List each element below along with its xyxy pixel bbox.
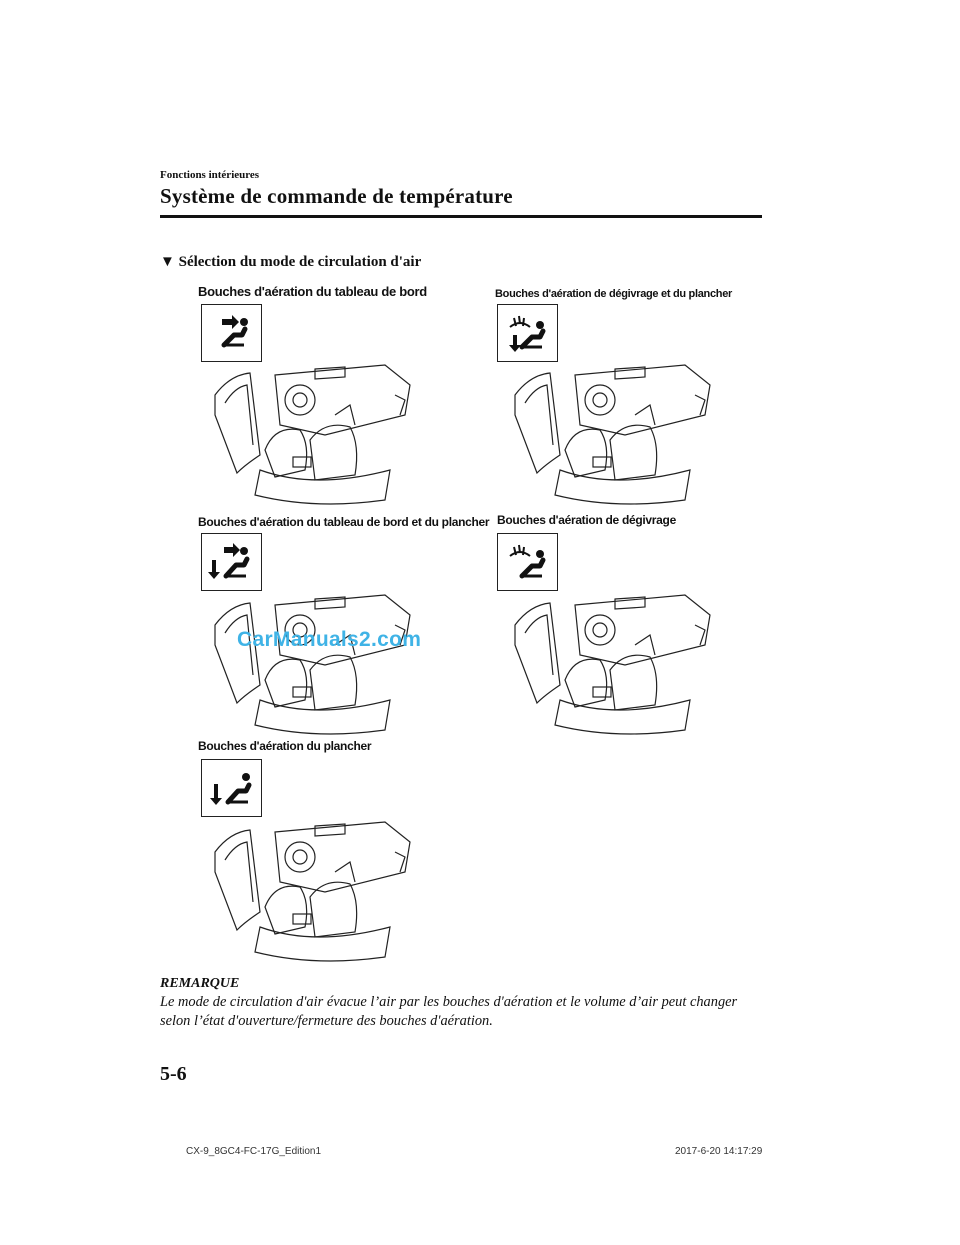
caption-bilevel: Bouches d'aération du tableau de bord et… <box>198 515 490 529</box>
page-number: 5-6 <box>160 1063 187 1085</box>
title-divider <box>160 215 762 218</box>
dashboard-illustration <box>505 355 720 505</box>
note-text: Le mode de circulation d'air évacue l’ai… <box>160 994 738 1029</box>
subheading-text: Sélection du mode de circulation d'air <box>178 254 422 270</box>
page-title: Système de commande de température <box>160 184 513 208</box>
section-label: Fonctions intérieures <box>160 169 260 181</box>
caption-defrost-floor: Bouches d'aération de dégivrage et du pl… <box>495 288 732 300</box>
defrost-icon <box>497 533 558 591</box>
bilevel-vent-icon <box>201 533 262 591</box>
caption-floor: Bouches d'aération du plancher <box>198 739 372 753</box>
watermark: CarManuals2.com <box>237 628 422 651</box>
footer-left: CX-9_8GC4-FC-17G_Edition1 <box>186 1146 322 1157</box>
dashboard-illustration <box>505 585 720 735</box>
subheading: ▼ Sélection du mode de circulation d'air <box>160 254 421 271</box>
caption-defrost: Bouches d'aération de dégivrage <box>497 513 676 527</box>
floor-vent-icon <box>201 759 262 817</box>
panel-vent-icon <box>201 304 262 362</box>
caption-panel: Bouches d'aération du tableau de bord <box>198 284 427 299</box>
dashboard-illustration <box>205 355 420 505</box>
triangle-marker-icon: ▼ <box>160 254 175 270</box>
dashboard-illustration <box>205 812 420 962</box>
dashboard-illustration <box>205 585 420 735</box>
note-title: REMARQUE <box>160 976 240 991</box>
footer-right: 2017-6-20 14:17:29 <box>675 1146 763 1157</box>
defrost-floor-icon <box>497 304 558 362</box>
